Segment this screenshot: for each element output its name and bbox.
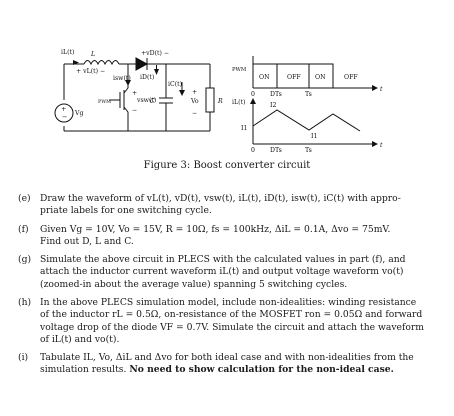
- i2-label: I2: [270, 102, 276, 109]
- question-label: (g): [18, 254, 32, 265]
- question-line: of iL(t) and vo(t).: [40, 334, 120, 346]
- figure-caption: Figure 3: Boost converter circuit: [143, 160, 311, 171]
- switch-plus: +: [132, 90, 137, 97]
- pwm-ts-tick: Ts: [305, 91, 312, 98]
- question-line: simulation results. No need to show calc…: [40, 364, 435, 376]
- vo-label: Vo: [190, 98, 199, 105]
- voltage-source-symbol: [54, 103, 74, 123]
- vo-minus: −: [192, 110, 197, 117]
- id-label: iD(t): [140, 74, 154, 81]
- question-line: of the inductor rL = 0.5Ω, on-resistance…: [40, 309, 423, 321]
- pwm-on-2: ON: [315, 74, 326, 81]
- boost-circuit-schematic: [54, 57, 215, 132]
- pwm-time-axis-label: t: [380, 86, 383, 93]
- il-axis-label: iL(t): [232, 99, 245, 106]
- il-zero-tick: 0: [251, 147, 255, 154]
- isw-label: isw(t): [113, 75, 131, 82]
- inductor-symbol: [83, 60, 120, 66]
- pwm-timing-diagram: [252, 56, 372, 89]
- question-line: (zoomed-in about the average value) span…: [40, 278, 348, 290]
- pwm-axis-arrow: [372, 85, 378, 91]
- ic-label: iC(t): [168, 81, 182, 88]
- il-ts-tick: Ts: [305, 147, 312, 154]
- il-axis-arrow: [372, 141, 378, 147]
- question-label: (h): [18, 297, 32, 308]
- question-line: Draw the waveform of vL(t), vD(t), vsw(t…: [40, 193, 401, 204]
- question-line-text: simulation results.: [40, 364, 127, 376]
- il-time-axis-label: t: [380, 142, 383, 149]
- mosfet-symbol: [109, 87, 129, 113]
- vg-label: Vg: [74, 110, 83, 117]
- il-dts-tick: DTs: [270, 147, 282, 154]
- source-minus: −: [62, 113, 67, 121]
- pwm-off-1: OFF: [287, 74, 301, 81]
- vd-label: +vD(t) −: [141, 50, 169, 57]
- question-line: Find out D, L and C.: [40, 236, 134, 248]
- question-line: Given Vg = 10V, Vo = 15V, R = 10Ω, fs = …: [40, 224, 391, 235]
- pwm-gate-label: PWM: [98, 99, 111, 105]
- il-label: iL(t): [61, 49, 74, 56]
- question-label: (f): [18, 224, 29, 235]
- pwm-on-1: ON: [259, 74, 270, 81]
- pwm-axis-label: PWM: [232, 67, 247, 73]
- question-label: (e): [18, 193, 31, 204]
- il-axis-up-arrow: [250, 98, 256, 104]
- capacitor-label: C: [150, 98, 155, 105]
- resistor-label: R: [217, 98, 223, 105]
- question-line: Tabulate IL, Vo, ΔiL and Δvo for both id…: [40, 352, 414, 363]
- vl-label: + vL(t) −: [76, 68, 105, 75]
- pwm-dts-tick: DTs: [270, 91, 282, 98]
- question-line: voltage drop of the diode VF = 0.7V. Sim…: [40, 321, 424, 333]
- resistor-symbol: [205, 87, 215, 113]
- question-line: priate labels for one switching cycle.: [40, 205, 212, 217]
- bold-instruction: No need to show calculation for the non-…: [129, 364, 394, 376]
- boost-converter-figure: iL(t) L + vL(t) − +vD(t) − iD(t) isw(t) …: [54, 49, 383, 154]
- vsw-label: vsw(t): [136, 97, 156, 104]
- question-line: In the above PLECS simulation model, inc…: [40, 297, 417, 308]
- il-triangle-wave: [252, 109, 361, 132]
- pwm-off-2: OFF: [344, 74, 358, 81]
- question-label: (i): [18, 352, 29, 363]
- inductor-label: L: [90, 51, 95, 58]
- source-plus: +: [61, 105, 66, 113]
- inductor-current-diagram: [252, 102, 372, 145]
- question-line: attach the inductor current waveform iL(…: [40, 266, 404, 278]
- question-line: Simulate the above circuit in PLECS with…: [40, 254, 406, 265]
- vo-plus: +: [192, 89, 197, 96]
- i1-label-2: I1: [311, 133, 317, 140]
- diode-symbol: [135, 57, 149, 71]
- pwm-zero-tick: 0: [251, 91, 255, 98]
- switch-minus: −: [132, 107, 137, 114]
- i1-label: I1: [241, 125, 247, 132]
